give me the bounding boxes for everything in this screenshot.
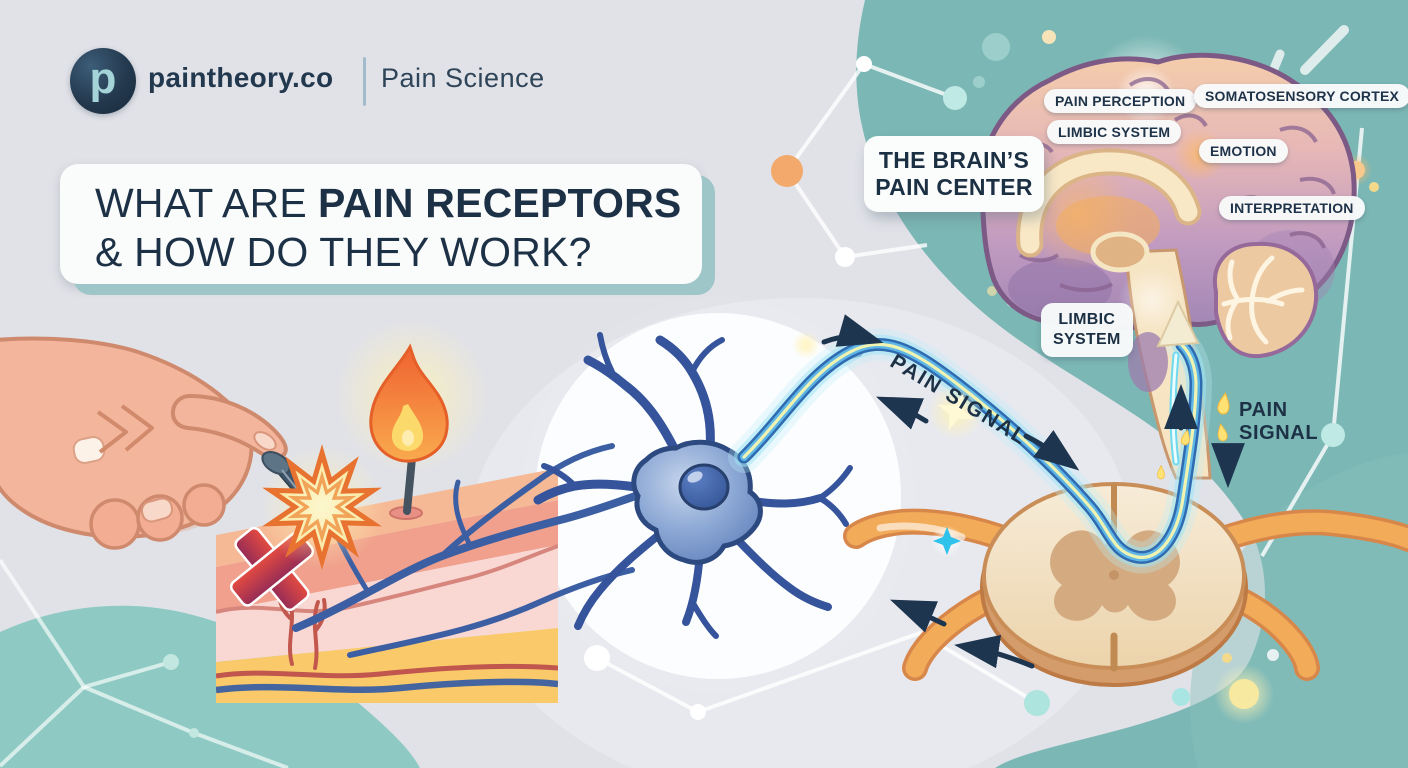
knuckle-creases — [96, 404, 154, 454]
pain-signal-label-right: PAIN SIGNAL — [1239, 399, 1318, 445]
category-label: Pain Science — [381, 63, 545, 93]
title-line-2: & HOW DO THEY WORK? — [95, 229, 592, 275]
fingernail — [140, 497, 174, 523]
pointing-hand — [0, 336, 288, 550]
nerve-spark-icon — [933, 527, 961, 555]
header-divider — [363, 57, 366, 106]
arrow-upleft-icon — [876, 396, 929, 430]
pain-signal-right-line2: SIGNAL — [1239, 422, 1319, 444]
limbic-system-card: LIMBIC SYSTEM — [1041, 303, 1133, 357]
heat-stimulus — [334, 318, 490, 520]
arrow-left2-icon — [954, 634, 1035, 669]
flame-icon — [369, 343, 449, 463]
match-stick — [403, 454, 416, 515]
brain-pain-center-card: THE BRAIN’S PAIN CENTER — [864, 136, 1044, 212]
label-interpretation: INTERPRETATION — [1219, 196, 1365, 220]
spinal-cord — [843, 482, 1408, 687]
pin-prick — [260, 444, 384, 570]
pain-signal-tract — [744, 299, 1232, 557]
brand-logo[interactable]: p — [70, 48, 136, 114]
label-somatosensory-cortex: SOMATOSENSORY CORTEX — [1194, 84, 1408, 108]
pin-head — [261, 450, 291, 476]
neuron — [533, 332, 863, 639]
ascending-arrowhead-icon — [1156, 299, 1200, 348]
label-pain-perception: PAIN PERCEPTION — [1044, 89, 1197, 113]
arrow-left-icon — [890, 599, 947, 633]
brain-center-line1: THE BRAIN’S — [878, 147, 1030, 173]
arrow-right-icon — [821, 314, 884, 347]
limbic-line1: LIMBIC — [1058, 311, 1116, 328]
label-limbic-system: LIMBIC SYSTEM — [1047, 120, 1182, 144]
direction-arrows — [821, 314, 1245, 669]
thalamus — [1090, 231, 1150, 273]
arrow-downright-icon — [1023, 429, 1080, 471]
pain-signal-right-line1: PAIN — [1239, 399, 1288, 421]
label-emotion: EMOTION — [1199, 139, 1288, 163]
logo-letter: p — [89, 54, 117, 103]
brain-center-line2: PAIN CENTER — [875, 174, 1033, 200]
nucleus — [678, 463, 730, 511]
pain-starburst — [262, 444, 382, 570]
limbic-line2: SYSTEM — [1053, 331, 1121, 348]
title-line1-regular: WHAT ARE — [95, 180, 307, 226]
signal-flash-icon — [937, 393, 975, 431]
brand-name: paintheory.co — [148, 62, 334, 93]
title-line1-bold: PAIN RECEPTORS — [317, 180, 682, 226]
cerebellum-tree — [1221, 255, 1305, 345]
skin-nerve-fibres — [292, 443, 652, 658]
